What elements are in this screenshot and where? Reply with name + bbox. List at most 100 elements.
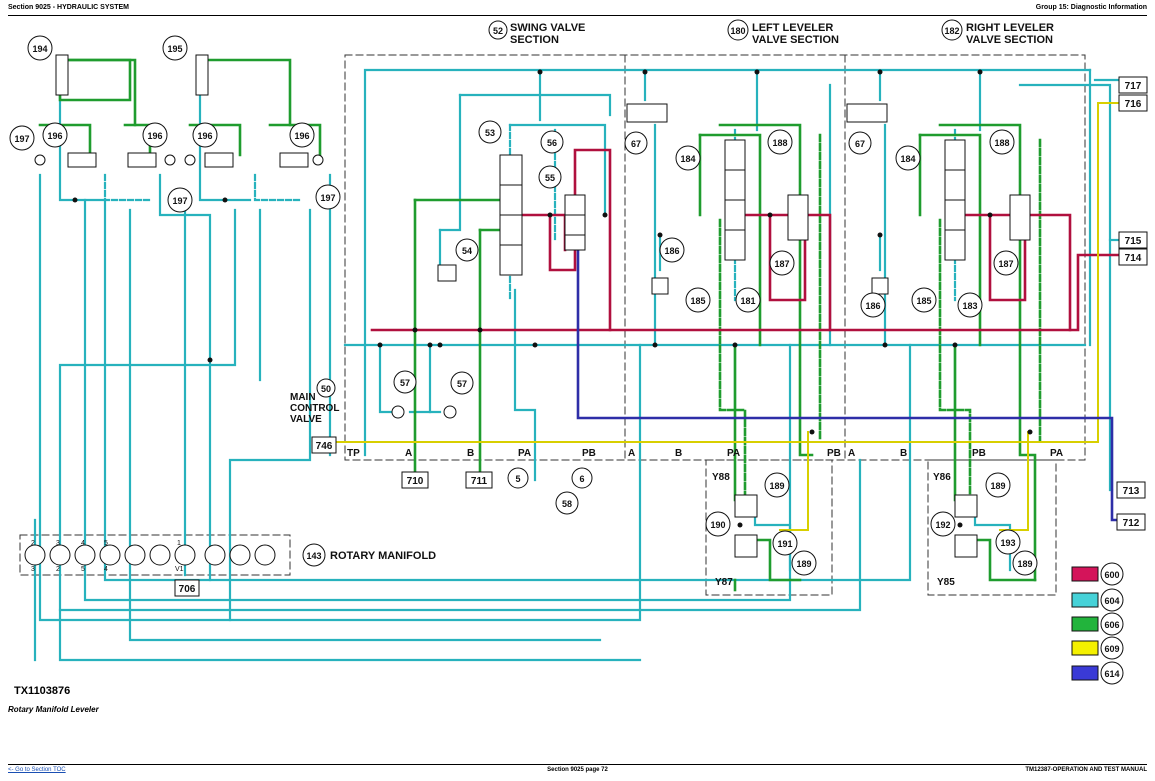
solenoid-y85-label: Y85 — [937, 577, 955, 588]
legend-swatch-614 — [1071, 665, 1099, 681]
header-section-title: Section 9025 - HYDRAULIC SYSTEM — [8, 4, 129, 11]
right-section-subtitle: VALVE SECTION — [966, 34, 1053, 46]
line-711-label: 711 — [471, 476, 488, 487]
callout-196: 196 — [197, 131, 212, 141]
port-labels: TP A B PA PB A B PA PB A B PB PA — [347, 448, 1063, 459]
manifold-port-top: 4 — [81, 540, 85, 547]
page-number: Section 9025 page 72 — [547, 767, 608, 773]
rotary-manifold-number: 143 — [306, 551, 321, 561]
callout-190: 190 — [710, 520, 725, 530]
line-716-label: 716 — [1125, 99, 1142, 110]
header-group-title: Group 15: Diagnostic Information — [1035, 4, 1147, 11]
manifold-port-top: 3 — [56, 540, 60, 547]
main-valve-label-1: MAIN — [290, 392, 316, 403]
swing-section-number: 52 — [493, 26, 503, 36]
section-toc-link[interactable]: <- Go to Section TOC — [8, 767, 66, 773]
boxed-line-frames — [174, 76, 1148, 597]
manifold-port-top: 2 — [31, 540, 35, 547]
callout-185: 185 — [916, 296, 931, 306]
port-label: PB — [582, 448, 596, 459]
callout-67: 67 — [631, 139, 641, 149]
port-label: A — [848, 448, 855, 459]
cylinder-194-symbol — [55, 54, 69, 96]
legend-code-606: 606 — [1104, 620, 1119, 630]
line-714-label: 714 — [1125, 253, 1142, 264]
left-section-number: 180 — [730, 26, 745, 36]
port-label: PA — [727, 448, 740, 459]
callout-197: 197 — [320, 193, 335, 203]
callout-196: 196 — [147, 131, 162, 141]
manifold-port-bottom: 2 — [56, 566, 60, 573]
port-label: A — [405, 448, 412, 459]
left-section-subtitle: VALVE SECTION — [752, 34, 839, 46]
callout-188: 188 — [994, 138, 1009, 148]
main-valve-label-3: VALVE — [290, 414, 322, 425]
callout-193: 193 — [1000, 538, 1015, 548]
junction-dots — [72, 69, 1033, 528]
port-label: B — [467, 448, 474, 459]
callout-numbers: 194 195 197 196 196 197 196 196 197 53 5… — [14, 44, 1032, 569]
callout-196: 196 — [294, 131, 309, 141]
callout-57: 57 — [400, 378, 410, 388]
main-valve-label-2: CONTROL — [290, 403, 339, 414]
rotary-manifold-label: ROTARY MANIFOLD — [330, 550, 436, 562]
callout-circles — [9, 35, 1038, 576]
callout-189: 189 — [1017, 559, 1032, 569]
callout-189: 189 — [990, 481, 1005, 491]
callout-56: 56 — [547, 138, 557, 148]
callout-192: 192 — [935, 520, 950, 530]
cylinder-195-symbol — [195, 54, 209, 96]
pilot-lines — [33, 68, 1120, 662]
callout-186: 186 — [664, 246, 679, 256]
rotary-manifold-ports — [24, 544, 276, 566]
legend-swatch-609 — [1071, 640, 1099, 656]
legend-code-600: 600 — [1104, 570, 1119, 580]
left-section-title: LEFT LEVELER — [752, 22, 833, 34]
callout-188: 188 — [772, 138, 787, 148]
port-label: PB — [827, 448, 841, 459]
callout-185: 185 — [690, 296, 705, 306]
solenoid-y86-label: Y86 — [933, 472, 951, 483]
main-valve-number: 50 — [321, 384, 331, 394]
manifold-port-top: 5 — [104, 540, 108, 547]
valve-symbols — [34, 54, 1031, 558]
callout-195: 195 — [167, 44, 182, 54]
right-section-number: 182 — [944, 26, 959, 36]
line-710-label: 710 — [407, 476, 424, 487]
port-label: PB — [972, 448, 986, 459]
callout-54: 54 — [462, 246, 472, 256]
callout-191: 191 — [777, 539, 792, 549]
callout-67: 67 — [855, 139, 865, 149]
callout-181: 181 — [740, 296, 755, 306]
manual-title: TM12387-OPERATION AND TEST MANUAL — [1025, 767, 1147, 773]
callout-53: 53 — [485, 128, 495, 138]
callout-57: 57 — [457, 379, 467, 389]
callout-186: 186 — [865, 301, 880, 311]
line-712-label: 712 — [1123, 518, 1140, 529]
callout-55: 55 — [545, 173, 555, 183]
blue-lines — [576, 248, 1118, 522]
line-713-label: 713 — [1123, 486, 1140, 497]
work-dashed-lines — [718, 133, 1042, 502]
line-706-label: 706 — [179, 584, 196, 595]
line-715-label: 715 — [1125, 236, 1142, 247]
callout-189: 189 — [769, 481, 784, 491]
footer-divider — [8, 764, 1147, 765]
manifold-port-numbers: 2 3 4 5 1 3 2 5 4 V1 — [31, 540, 184, 573]
solenoid-labels: Y88 Y87 Y86 Y85 — [712, 472, 955, 588]
figure-caption: Rotary Manifold Leveler — [8, 705, 99, 714]
swing-section-title: SWING VALVE — [510, 22, 585, 34]
port-label: PA — [1050, 448, 1063, 459]
callout-197: 197 — [172, 196, 187, 206]
callout-183: 183 — [962, 301, 977, 311]
callout-5: 5 — [515, 474, 520, 484]
callout-187: 187 — [998, 259, 1013, 269]
manifold-port-bottom: 3 — [31, 566, 35, 573]
port-label: PA — [518, 448, 531, 459]
port-label: TP — [347, 448, 360, 459]
legend-code-609: 609 — [1104, 644, 1119, 654]
callout-189: 189 — [796, 559, 811, 569]
header-divider — [8, 15, 1147, 16]
callout-6: 6 — [579, 474, 584, 484]
